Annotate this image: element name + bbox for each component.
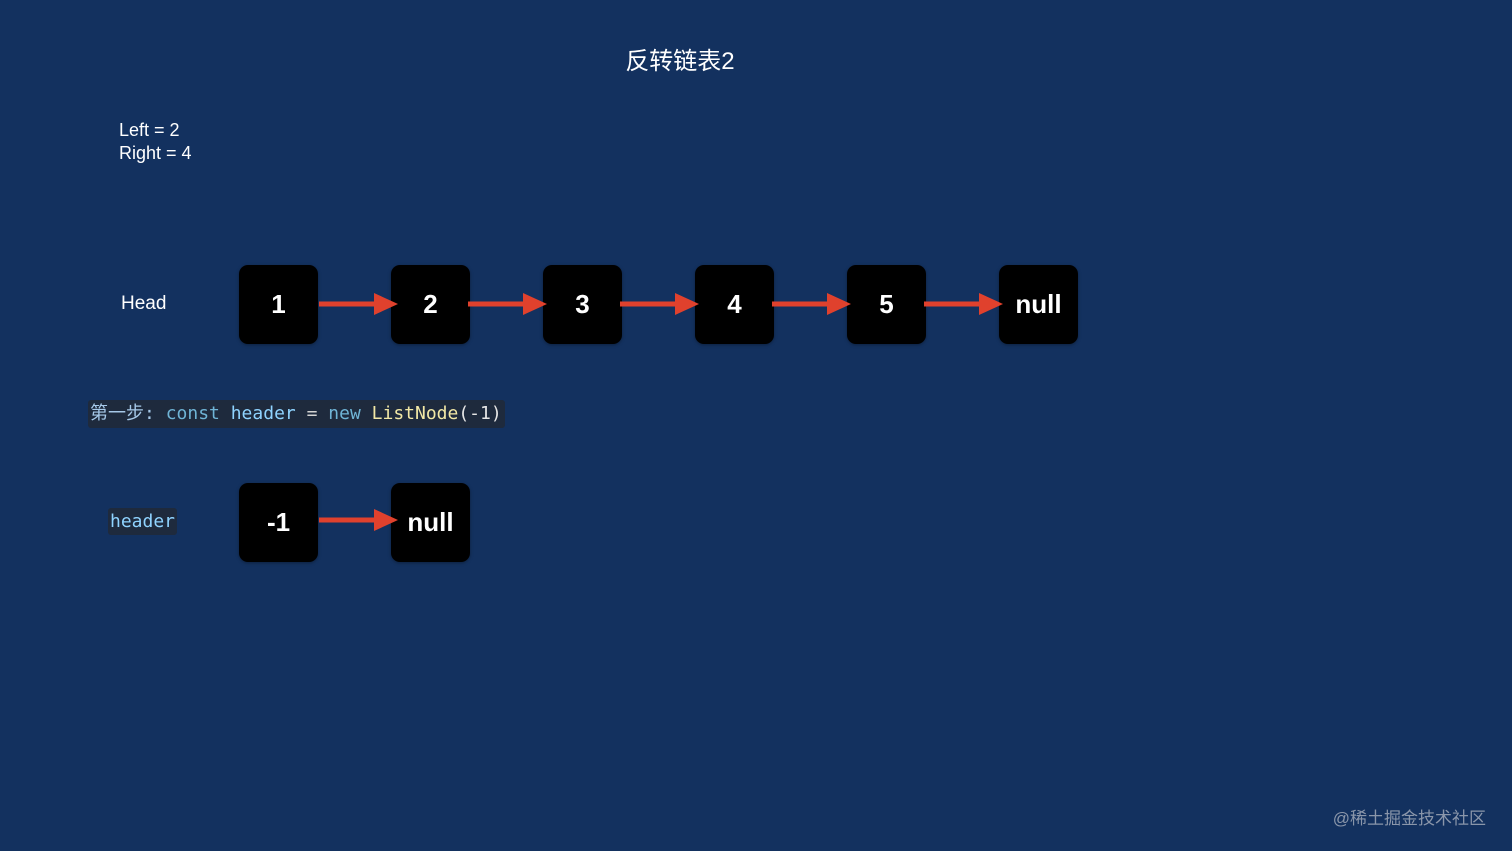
diagram-title: 反转链表2 (625, 48, 735, 75)
next-arrow (771, 292, 851, 316)
next-arrow (318, 508, 398, 532)
parameters-block: Left = 2 Right = 4 (119, 119, 192, 165)
header-label: header (108, 508, 178, 535)
step1-code: 第一步: const header = new ListNode(-1) (88, 400, 505, 428)
equals-operator: = (306, 403, 318, 424)
list-node-null: null (999, 265, 1078, 344)
constructor-args: (-1) (458, 403, 502, 424)
list-node: 5 (847, 265, 926, 344)
list-node: 1 (239, 265, 318, 344)
next-arrow (318, 292, 398, 316)
next-arrow (619, 292, 699, 316)
dummy-node: -1 (239, 483, 318, 562)
step1-prefix: 第一步: (90, 403, 155, 424)
next-arrow (467, 292, 547, 316)
list-node: 4 (695, 265, 774, 344)
watermark: @稀土掘金技术社区 (1332, 809, 1486, 828)
next-arrow (923, 292, 1003, 316)
head-label: Head (121, 293, 167, 314)
list-node-null: null (391, 483, 470, 562)
keyword-new: new (328, 403, 361, 424)
list-node: 3 (543, 265, 622, 344)
right-param: Right = 4 (119, 143, 192, 163)
variable-header: header (230, 403, 296, 424)
class-listnode: ListNode (371, 403, 459, 424)
list-node: 2 (391, 265, 470, 344)
left-param: Left = 2 (119, 120, 180, 140)
keyword-const: const (165, 403, 220, 424)
